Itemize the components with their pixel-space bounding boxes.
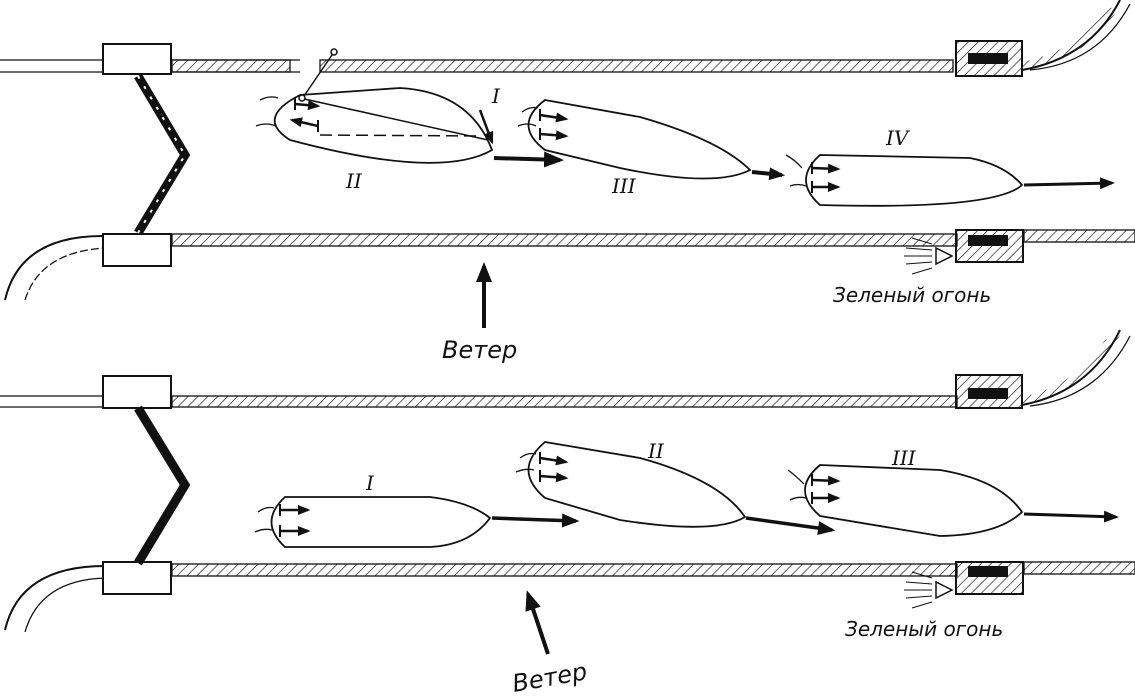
boat-numeral: I [365, 471, 375, 495]
green-light-label: Зеленый огонь [845, 617, 1003, 641]
bottom-panel: Зеленый огонь I II [0, 329, 1135, 698]
boat-numeral: IV [885, 126, 911, 150]
top-panel: Зеленый огонь I II II [0, 0, 1135, 364]
green-light-label: Зеленый огонь [833, 283, 991, 307]
boat-numeral: I [491, 84, 501, 108]
boat-I-top [255, 48, 564, 168]
left-gate-block-upper [102, 43, 172, 75]
lower-wall [4, 561, 1135, 633]
open-miter-gate [134, 405, 191, 566]
boat-II-bottom [515, 441, 836, 535]
left-gate-block-upper [102, 375, 172, 409]
left-gate-block-lower [102, 233, 172, 267]
boat-numeral: II [647, 439, 665, 463]
boat-III-bottom [787, 464, 1119, 537]
boat-numeral: II [345, 169, 363, 193]
boat-IV-top [785, 154, 1115, 207]
open-miter-gate [134, 73, 191, 236]
wind-label: Ветер [442, 336, 517, 364]
upper-wall [0, 0, 1131, 73]
boat-I-bottom [254, 496, 580, 548]
boat-numeral: III [611, 174, 637, 198]
boat-numeral: III [891, 446, 917, 470]
wind-label: Ветер [510, 657, 589, 698]
boat-III-top [517, 99, 786, 181]
left-gate-block-lower [102, 561, 172, 595]
wind-arrow [525, 590, 550, 655]
green-light-icon [904, 571, 954, 609]
green-light-icon [904, 237, 954, 275]
